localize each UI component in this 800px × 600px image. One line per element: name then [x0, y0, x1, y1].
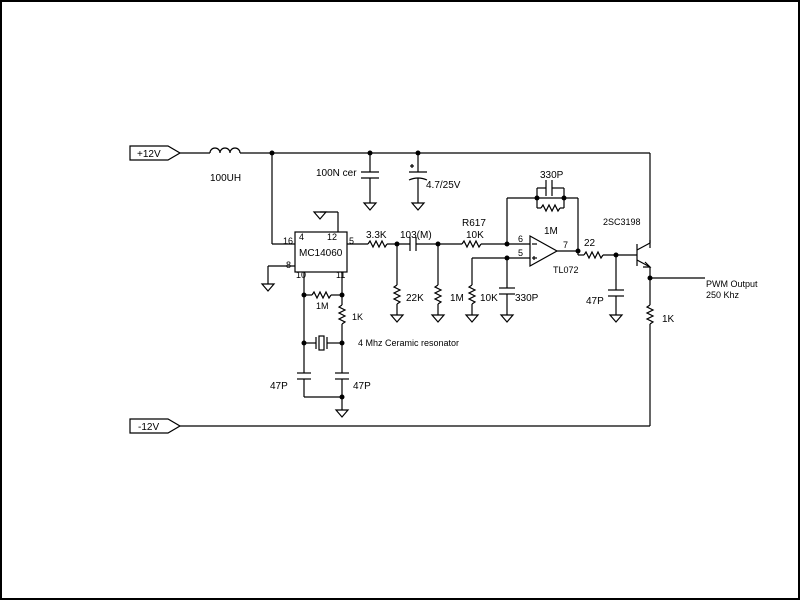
- cap-electrolytic-label: 4.7/25V: [426, 180, 461, 191]
- r-22-label: 22: [584, 238, 596, 249]
- r-22k-symbol: [389, 244, 405, 323]
- r-22k-label: 22K: [406, 293, 424, 304]
- r-10k-bot-label: 10K: [480, 293, 498, 304]
- ic-pin-4: 4: [299, 232, 304, 242]
- cap-100n-symbol: [361, 153, 379, 211]
- positive-rail-wires: [180, 152, 651, 248]
- cap-47p-left-label: 47P: [270, 381, 288, 392]
- output-label-line1: PWM Output: [706, 279, 758, 289]
- ic-pin-8: 8: [286, 260, 291, 270]
- r-617-label: R617: [462, 218, 486, 229]
- r-1k-emit-symbol: [645, 304, 655, 426]
- r-1k-xtal-label: 1K: [352, 312, 363, 322]
- opamp-tl072: [472, 234, 578, 268]
- transistor-2sc3198: [636, 240, 705, 305]
- cap-330p-bot-symbol: [499, 258, 515, 323]
- r-10k-top-label: 10K: [466, 230, 484, 241]
- opamp-label: TL072: [553, 265, 579, 275]
- r-1m-gnd-label: 1M: [450, 293, 464, 304]
- inductor-symbol: [209, 147, 241, 154]
- output-label-line2: 250 Khz: [706, 290, 740, 300]
- r-3k3-symbol: [367, 239, 410, 249]
- r-1m-gnd-symbol: [430, 244, 446, 323]
- opamp-pin-5: 5: [518, 248, 523, 258]
- ic-mc14060: [260, 153, 368, 295]
- cap-47p-right-label: 47P: [353, 381, 371, 392]
- r-3k3-label: 3.3K: [366, 230, 387, 241]
- opamp-pin-6: 6: [518, 234, 523, 244]
- cap-330p-fb-label: 330P: [540, 170, 564, 181]
- r-1m-fb-label: 1M: [544, 226, 558, 237]
- r-22-symbol: [578, 250, 637, 260]
- ic-pin-11: 11: [336, 270, 345, 280]
- opamp-pin-7: 7: [563, 240, 568, 250]
- inductor-label: 100UH: [210, 173, 241, 184]
- ic-pin-16: 16: [283, 236, 293, 246]
- cap-47p-out-label: 47P: [586, 296, 604, 307]
- r-1m-xtal-label: 1M: [316, 301, 329, 311]
- rail-positive-tag: +12V: [129, 145, 182, 161]
- cap-47p-out-symbol: [608, 255, 624, 323]
- r-10k-bot-symbol: [464, 258, 480, 323]
- feedback-network: [506, 180, 579, 255]
- ic-label: MC14060: [299, 248, 343, 259]
- rail-negative-tag: -12V: [129, 418, 182, 434]
- ic-pin-5: 5: [349, 236, 354, 246]
- transistor-label: 2SC3198: [603, 217, 641, 227]
- cap-103-label: 103(M): [400, 230, 432, 241]
- rail-positive-label: +12V: [137, 149, 161, 160]
- rail-negative-label: -12V: [138, 422, 159, 433]
- ic-pin-12: 12: [327, 232, 337, 242]
- cap-330p-bot-label: 330P: [515, 293, 539, 304]
- junction-dots: [269, 150, 653, 400]
- resonator-label: 4 Mhz Ceramic resonator: [358, 338, 459, 348]
- cap-100n-label: 100N cer: [316, 168, 357, 179]
- cap-electrolytic-symbol: [408, 153, 428, 211]
- r-1k-emit-label: 1K: [662, 314, 675, 325]
- ic-pin-10: 10: [296, 270, 306, 280]
